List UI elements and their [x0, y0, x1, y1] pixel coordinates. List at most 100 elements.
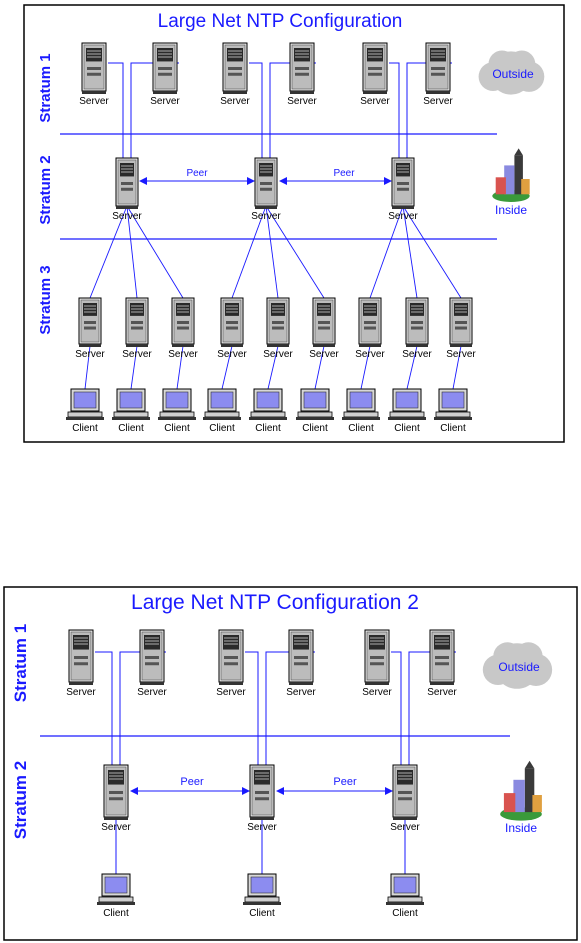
server-label: Server: [263, 349, 293, 360]
diagram-1-canvas: Large Net NTP Configuration Stratum 1 Str…: [23, 4, 565, 443]
server-icon: [288, 629, 314, 685]
client-icon: [386, 873, 424, 905]
client-icon: [97, 873, 135, 905]
stratum-1-label: Stratum 1: [37, 53, 54, 122]
server-label: Server: [217, 349, 247, 360]
server-label: Server: [427, 687, 457, 698]
link-line: [84, 345, 91, 390]
server-label: Server: [423, 96, 453, 107]
server-label: Server: [137, 687, 167, 698]
building-icon: [500, 760, 542, 821]
link-line: [406, 345, 418, 390]
client-label: Client: [118, 423, 144, 434]
server-icon: [289, 42, 315, 94]
peer-label: Peer: [333, 168, 355, 179]
server-icon: [449, 297, 473, 347]
server-label: Server: [355, 349, 385, 360]
client-label: Client: [255, 423, 281, 434]
link-line: [126, 205, 138, 299]
client-icon: [158, 388, 196, 420]
link-line: [221, 345, 233, 390]
link-line: [89, 205, 128, 299]
link-line: [402, 205, 462, 299]
link-line: [314, 345, 325, 390]
server-icon: [425, 42, 451, 94]
server-label: Server: [390, 822, 420, 833]
link-line: [249, 62, 263, 158]
client-label: Client: [164, 423, 190, 434]
server-icon: [254, 157, 278, 209]
link-line: [267, 345, 279, 390]
client-label: Client: [72, 423, 98, 434]
client-icon: [249, 388, 287, 420]
server-icon: [405, 297, 429, 347]
link-line: [265, 205, 325, 299]
server-label: Server: [216, 687, 246, 698]
server-label: Server: [309, 349, 339, 360]
link-line: [389, 62, 400, 158]
client-label: Client: [440, 423, 466, 434]
server-label: Server: [122, 349, 152, 360]
building-icon: [492, 148, 530, 202]
diagram-1: Large Net NTP Configuration Stratum 1 Str…: [0, 0, 581, 445]
link-line: [176, 345, 184, 390]
server-icon: [68, 629, 94, 685]
server-icon: [81, 42, 107, 94]
stratum-3-label: Stratum 3: [37, 265, 54, 334]
server-icon: [103, 764, 129, 820]
server-label: Server: [446, 349, 476, 360]
server-icon: [220, 297, 244, 347]
server-icon: [171, 297, 195, 347]
link-line: [265, 205, 279, 299]
client-label: Client: [103, 908, 129, 919]
client-icon: [342, 388, 380, 420]
server-label: Server: [79, 96, 109, 107]
client-label: Client: [249, 908, 275, 919]
outside-label: Outside: [498, 660, 540, 674]
server-label: Server: [362, 687, 392, 698]
server-icon: [358, 297, 382, 347]
cloud-icon: [478, 50, 545, 95]
client-icon: [243, 873, 281, 905]
server-label: Server: [150, 96, 180, 107]
server-icon: [218, 629, 244, 685]
inside-label: Inside: [495, 203, 527, 217]
client-label: Client: [209, 423, 235, 434]
cloud-icon: [482, 642, 553, 689]
client-label: Client: [394, 423, 420, 434]
outside-label: Outside: [492, 67, 534, 81]
client-icon: [388, 388, 426, 420]
server-label: Server: [360, 96, 390, 107]
link-line: [452, 345, 462, 390]
server-icon: [392, 764, 418, 820]
server-icon: [362, 42, 388, 94]
server-label: Server: [247, 822, 277, 833]
client-icon: [112, 388, 150, 420]
link-line: [369, 205, 404, 299]
server-icon: [312, 297, 336, 347]
client-icon: [296, 388, 334, 420]
server-icon: [266, 297, 290, 347]
server-label: Server: [220, 96, 250, 107]
link-line: [245, 651, 259, 765]
diagram-2-title: Large Net NTP Configuration 2: [131, 591, 419, 614]
inside-label: Inside: [505, 821, 537, 835]
diagram-1-title: Large Net NTP Configuration: [158, 11, 403, 32]
server-icon: [152, 42, 178, 94]
link-line: [402, 205, 418, 299]
peer-label: Peer: [333, 776, 357, 788]
client-icon: [66, 388, 104, 420]
server-icon: [222, 42, 248, 94]
server-label: Server: [112, 211, 142, 222]
client-label: Client: [392, 908, 418, 919]
server-label: Server: [168, 349, 198, 360]
link-line: [108, 62, 124, 158]
client-icon: [434, 388, 472, 420]
client-label: Client: [302, 423, 328, 434]
server-icon: [125, 297, 149, 347]
server-label: Server: [402, 349, 432, 360]
server-icon: [115, 157, 139, 209]
stratum-2-label: Stratum 2: [37, 155, 54, 224]
stratum-2-label: Stratum 2: [11, 761, 30, 839]
